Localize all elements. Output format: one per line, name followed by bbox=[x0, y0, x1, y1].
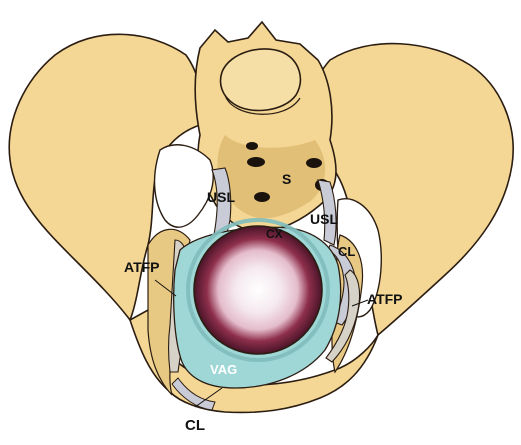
label-vagina: VAG bbox=[210, 362, 237, 377]
label-cl-bottom: CL bbox=[185, 417, 205, 434]
label-cl-right: CL bbox=[338, 244, 355, 259]
label-sacrum: S bbox=[282, 171, 291, 187]
sacral-foramen bbox=[246, 142, 258, 150]
label-usl-left: USL bbox=[207, 189, 235, 205]
label-usl-right: USL bbox=[310, 211, 338, 227]
label-atfp-left: ATFP bbox=[124, 259, 160, 275]
label-atfp-right: ATFP bbox=[367, 291, 403, 307]
label-cervix: CX bbox=[266, 227, 283, 241]
left-sciatic-notch bbox=[155, 145, 214, 227]
sacral-foramen bbox=[254, 192, 270, 202]
vertebral-disc bbox=[221, 49, 301, 111]
cervix bbox=[194, 226, 322, 354]
sacral-foramen bbox=[247, 157, 265, 167]
sacral-foramen bbox=[306, 158, 322, 168]
